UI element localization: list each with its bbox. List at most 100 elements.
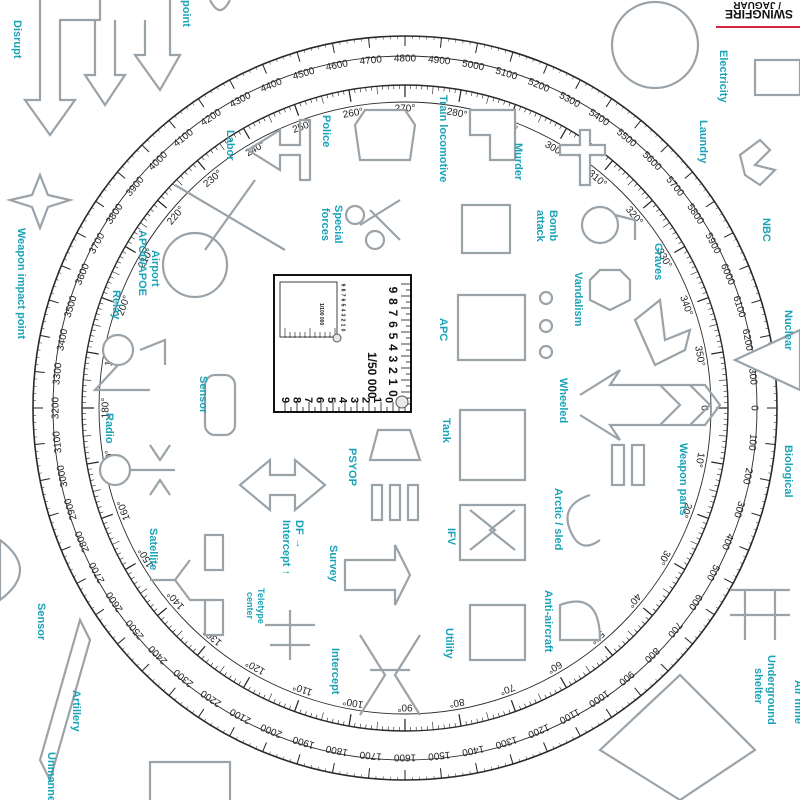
intercept-icon [359,634,421,716]
ifv-icon [469,509,516,551]
mil-label: 6100 [730,294,747,319]
mil-tick [675,155,679,158]
psyop-bar [388,483,402,522]
mil-tick [223,83,225,87]
degree-tick [146,213,151,217]
degree-label: 60° [545,658,564,675]
degree-tick [326,94,329,99]
double-arrow-icon [238,457,327,513]
tick-marks [33,36,777,780]
degree-tick [537,693,542,701]
mil-tick [585,729,587,733]
degree-tick [690,540,698,545]
degree-tick [559,686,562,691]
mil-tick [633,697,636,701]
weapon-parts-bar [610,443,626,487]
mil-tick [532,754,534,758]
degree-tick [224,140,227,144]
degree-tick [97,307,102,310]
degree-tick [205,659,209,663]
mil-tick [633,115,636,119]
mil-label: 4200 [199,107,224,129]
scale-digit: 4 [337,397,349,404]
label-police: Police [320,115,332,147]
inner-ring [98,101,712,715]
anti-aircraft-icon [558,600,602,642]
degree-tick [107,532,112,535]
degree-tick [634,629,638,633]
mil-label: 1000 [586,687,611,709]
scale-digit: 0 [386,390,400,397]
degree-tick [196,160,206,171]
degree-tick [85,362,90,364]
pivot-hole [395,395,409,409]
label-teletype-1: Teletype [256,588,266,624]
mil-tick [61,265,71,270]
degree-tick [133,231,138,235]
degree-tick [638,187,642,191]
degree-tick [288,106,291,111]
degree-tick [233,133,237,138]
mil-tick [705,608,715,616]
degree-tick [133,581,138,585]
mil-tick [660,663,669,672]
mil-tick [368,768,371,779]
mil-tick [223,729,225,733]
degree-tick [101,513,113,520]
degree-tick [696,276,701,279]
label-teletype-2: center [245,592,255,620]
degree-tick [708,506,713,509]
mil-label: 4800 [394,54,417,65]
mil-label: 3000 [55,464,70,488]
degree-tick [253,689,256,694]
mil-tick [331,762,335,773]
mil-tick [46,306,50,309]
degree-tick [652,204,657,208]
degree-tick [103,522,108,525]
degree-tick [559,677,568,689]
mil-tick [705,200,715,208]
degree-tick [720,357,725,359]
mil-tick [67,562,70,564]
mil-tick [751,299,762,304]
mil-label: 800 [642,645,662,665]
mil-tick [591,86,594,90]
mil-tick [634,687,642,696]
mil-label: 2100 [228,705,253,725]
mil-tick [180,702,183,705]
label-arctic: Arctic / sled [552,488,564,550]
degree-tick [618,644,622,649]
mil-label: 0 [748,405,759,411]
scale-digit: 9 [279,397,291,403]
degree-tick [656,208,660,212]
mil-tick [699,630,702,633]
label-tank: Tank [440,418,452,444]
degree-label: 340° [677,294,694,317]
degree-tick [130,236,135,240]
degree-tick [702,522,707,525]
degree-tick [497,99,500,104]
degree-tick [92,489,101,492]
degree-tick [376,86,378,95]
scale-digit: 8 [386,298,400,305]
label-special-2: forces [319,208,331,241]
mil-tick [163,124,166,128]
degree-tick [578,675,582,680]
degree-tick [192,648,196,652]
degree-tick [529,701,532,706]
mil-tick [724,232,734,238]
scale-digit: 2 [360,397,372,403]
mil-tick [210,90,213,94]
degree-tick [153,608,158,612]
degree-tick [697,296,709,303]
mil-tick [680,160,684,164]
degree-tick [293,700,300,712]
mil-tick [475,43,479,54]
mil-label: 3100 [51,430,64,454]
mil-tick [644,124,647,128]
degree-tick [549,120,552,124]
mil-label: 300 [731,500,746,520]
degree-tick [686,256,691,259]
mil-tick [204,718,207,722]
degree-tick [184,171,188,175]
